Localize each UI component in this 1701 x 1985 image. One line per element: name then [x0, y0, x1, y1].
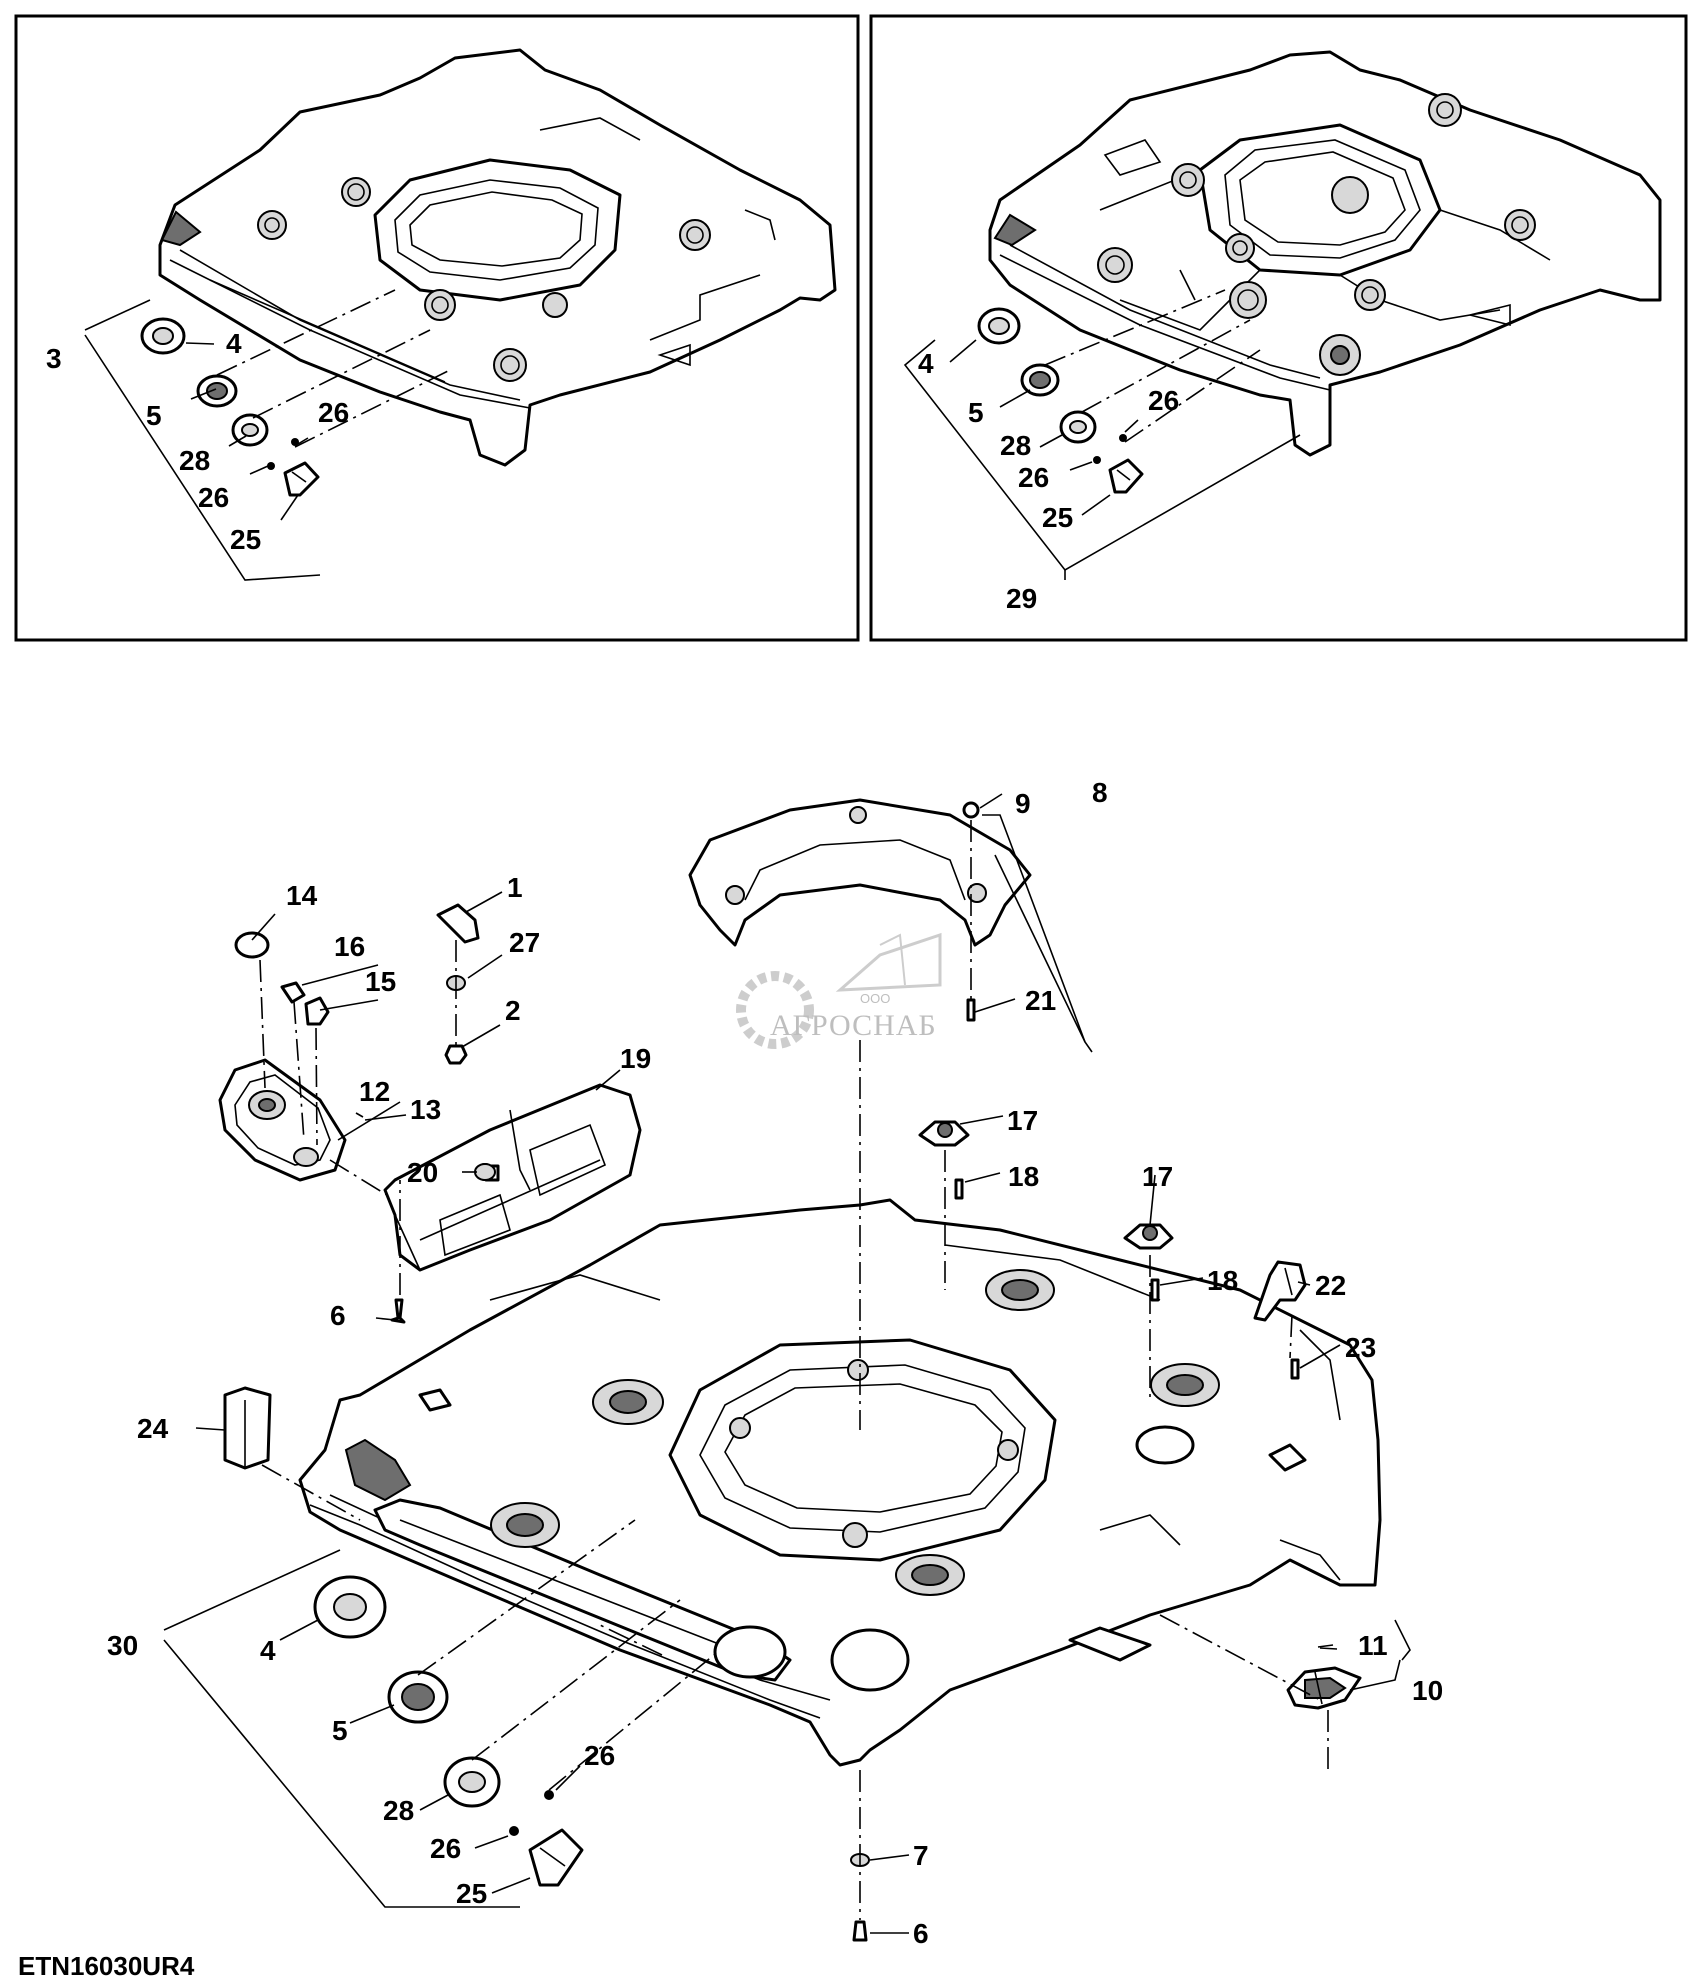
callout-5: 5	[146, 400, 162, 431]
callout-26: 26	[1148, 385, 1179, 416]
roof-light-assembly	[218, 931, 396, 1201]
callout-21: 21	[1025, 985, 1056, 1016]
callout-10: 10	[1412, 1675, 1443, 1706]
callout-28: 28	[383, 1795, 414, 1826]
leaders-bottom	[163, 793, 1411, 1934]
callout-18: 18	[1207, 1265, 1238, 1296]
headliner-main	[298, 1198, 1382, 1767]
watermark-logo: ООО АГРОСНАБ	[736, 932, 942, 1049]
callout-8: 8	[1092, 777, 1108, 808]
leaders-top-left	[84, 299, 321, 581]
exploded-parts-bottom	[313, 1519, 721, 1887]
callout-16: 16	[334, 931, 365, 962]
callout-6: 6	[913, 1918, 929, 1949]
callout-9: 9	[1015, 788, 1031, 819]
washer-7-screw-6	[850, 1770, 870, 1942]
callout-6: 6	[330, 1300, 346, 1331]
hatch-trim	[688, 798, 1032, 947]
switch-10	[1159, 1614, 1362, 1770]
panel-top-right: 4 5 26 28 26 25 29	[869, 14, 1688, 642]
callout-26: 26	[584, 1740, 615, 1771]
callout-5: 5	[332, 1715, 348, 1746]
callout-7: 7	[913, 1840, 929, 1871]
figure-code: ETN16030UR4	[18, 1951, 195, 1981]
callout-29: 29	[1006, 583, 1037, 614]
callout-13: 13	[410, 1094, 441, 1125]
bracket-22	[1253, 1260, 1307, 1380]
callout-20: 20	[407, 1157, 438, 1188]
hatch-fasteners	[859, 801, 1174, 1430]
callout-19: 19	[620, 1043, 651, 1074]
watermark-name: АГРОСНАБ	[770, 1009, 937, 1042]
callout-2: 2	[505, 995, 521, 1026]
leaders-top-right	[903, 339, 1301, 580]
callout-18: 18	[1008, 1161, 1039, 1192]
fastener-stack-1-27-2	[436, 903, 480, 1065]
callout-12: 12	[359, 1076, 390, 1107]
callout-4: 4	[918, 348, 934, 379]
callout-27: 27	[509, 927, 540, 958]
callout-15: 15	[365, 966, 396, 997]
callout-23: 23	[1345, 1332, 1376, 1363]
callout-28: 28	[1000, 430, 1031, 461]
callout-3: 3	[46, 343, 62, 374]
panel-frame-right	[869, 14, 1688, 642]
callout-14: 14	[286, 880, 318, 911]
callout-25: 25	[1042, 502, 1073, 533]
callout-1: 1	[507, 872, 523, 903]
callout-5: 5	[968, 397, 984, 428]
callout-4: 4	[260, 1635, 276, 1666]
watermark-small-text: ООО	[860, 991, 890, 1006]
panel-frame-left	[14, 14, 860, 642]
callout-28: 28	[179, 445, 210, 476]
screw-6-left	[390, 1180, 406, 1324]
exploded-parts-top-right	[977, 289, 1261, 494]
callout-25: 25	[456, 1878, 487, 1909]
block-24	[223, 1386, 361, 1521]
callout-4: 4	[226, 328, 242, 359]
callout-26: 26	[318, 397, 349, 428]
headliner-top-left	[158, 48, 837, 467]
callout-30: 30	[107, 1630, 138, 1661]
callout-26: 26	[198, 482, 229, 513]
callout-24: 24	[137, 1413, 169, 1444]
callout-26: 26	[430, 1833, 461, 1864]
callout-26: 26	[1018, 462, 1049, 493]
panel-top-left: 3 4 5 26 28 26 25	[14, 14, 860, 642]
callout-17: 17	[1142, 1161, 1173, 1192]
headliner-top-right	[988, 50, 1662, 457]
callout-25: 25	[230, 524, 261, 555]
callout-17: 17	[1007, 1105, 1038, 1136]
callout-22: 22	[1315, 1270, 1346, 1301]
grommet-20	[474, 1163, 496, 1181]
exploded-parts-top-left	[140, 289, 451, 497]
callout-11: 11	[1358, 1630, 1388, 1661]
